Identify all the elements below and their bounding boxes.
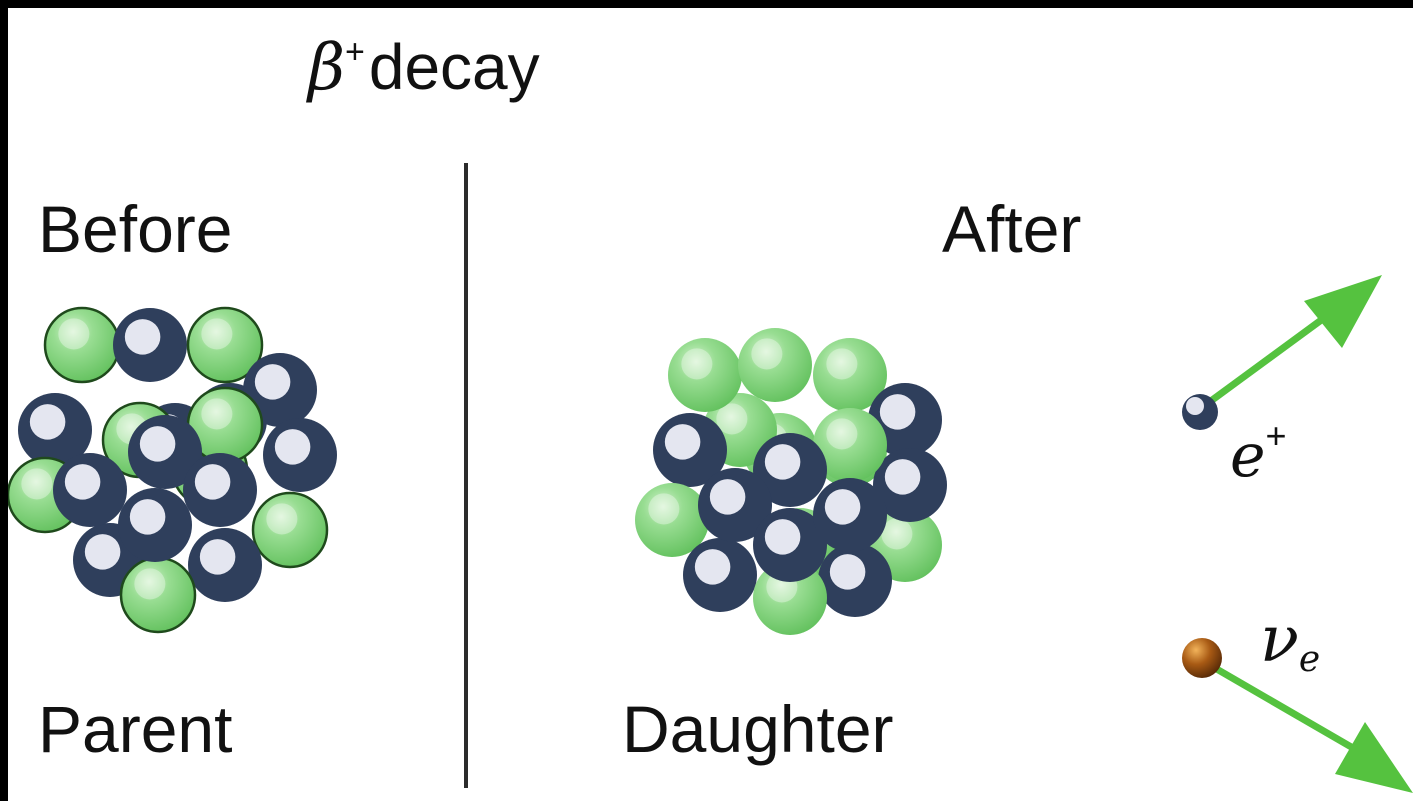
proton [251,491,329,569]
panel-divider [464,163,468,788]
neutron [113,308,187,382]
positron-label: e+ [1230,415,1287,487]
proton [186,386,264,464]
neutron [818,543,892,617]
proton [813,408,887,482]
proton [668,338,742,412]
daughter-caption: Daughter [622,692,894,766]
daughter-nucleus [635,328,947,635]
neutron [118,488,192,562]
neutron [813,478,887,552]
neutron [188,528,262,602]
title-superscript: + [345,33,365,71]
proton [813,338,887,412]
positron-arrow [1201,275,1382,409]
before-heading: Before [38,192,233,266]
neutron [53,453,127,527]
positron-symbol: e [1230,421,1266,491]
neutrino-symbol: ν [1260,603,1299,677]
neutron [873,448,947,522]
proton [635,483,709,557]
proton [119,556,197,634]
neutrino-particle [1182,638,1222,678]
neutron [868,383,942,457]
neutrino-arrow-shaft [1206,660,1355,752]
neutrino-label: νe [1260,608,1320,678]
neutron [753,433,827,507]
positron-particle [1182,394,1218,430]
title-text: decay [368,31,540,103]
parent-caption: Parent [38,692,233,766]
neutron [243,353,317,427]
positron-superscript: + [1265,415,1287,456]
neutron [753,508,827,582]
proton [43,306,121,384]
title-beta-symbol: β [308,31,345,105]
neutron [128,415,202,489]
positron-center [1186,397,1204,415]
proton [186,306,264,384]
neutrino-arrow [1206,660,1413,793]
neutron [183,453,257,527]
neutron [263,418,337,492]
after-heading: After [942,192,1082,266]
positron-arrow-shaft [1201,315,1327,409]
neutron [698,468,772,542]
neutrino-arrowhead [1335,722,1413,793]
parent-nucleus [8,306,337,634]
nucleus-drawing [8,275,1413,793]
diagram-title: β+decay [308,35,540,100]
neutron [18,393,92,467]
positron-arrowhead [1304,275,1382,348]
diagram-frame: β+decay Before After Parent Daughter [8,8,1413,801]
neutron [683,538,757,612]
proton [738,328,812,402]
neutrino-subscript: e [1298,639,1321,680]
neutron [653,413,727,487]
